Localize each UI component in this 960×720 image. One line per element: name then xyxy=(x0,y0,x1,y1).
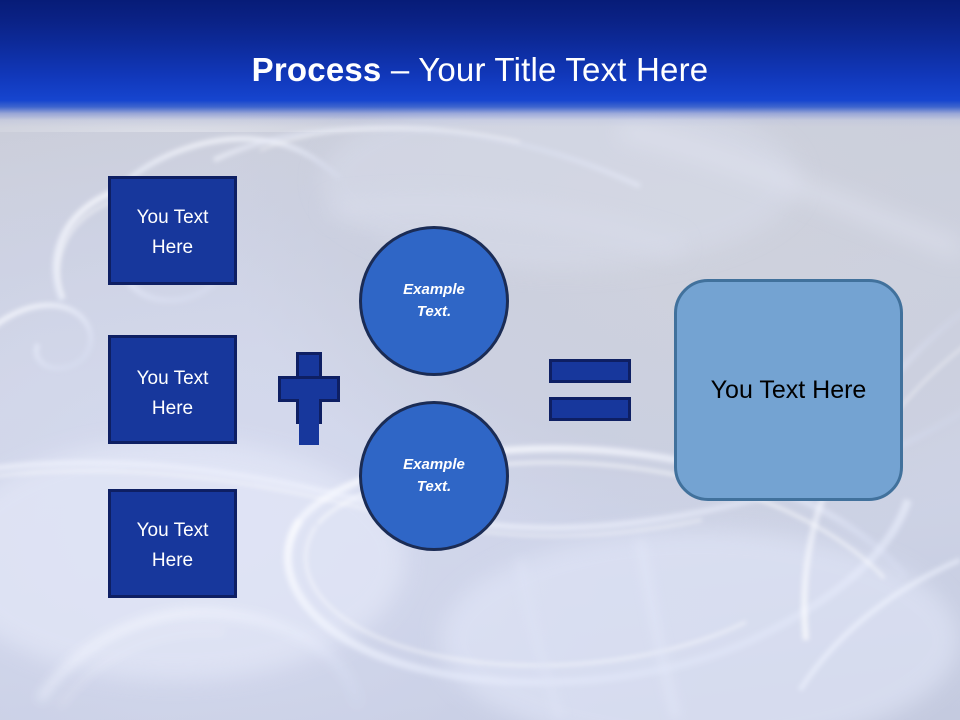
input-box-3-line1: You Text xyxy=(136,520,209,541)
input-box-2-line1: You Text xyxy=(136,368,209,389)
equals-icon xyxy=(549,359,631,421)
circle-node-1-line1: Example xyxy=(403,281,465,298)
input-box-2[interactable]: You Text Here xyxy=(108,335,237,444)
circle-node-1-line2: Text. xyxy=(416,303,452,320)
plus-icon xyxy=(278,352,340,445)
title-strong: Process xyxy=(251,51,382,88)
circle-node-2-line1: Example xyxy=(403,456,465,473)
circle-node-2-line2: Text. xyxy=(416,478,452,495)
result-box-label: You Text Here xyxy=(710,376,867,404)
equals-icon-bottom-bar xyxy=(549,397,631,421)
input-box-3[interactable]: You Text Here xyxy=(108,489,237,598)
title-banner-sheen xyxy=(0,98,960,132)
input-box-1-line2: Here xyxy=(151,237,194,258)
result-box[interactable]: You Text Here xyxy=(674,279,903,501)
title-separator: – xyxy=(381,51,419,88)
input-box-1[interactable]: You Text Here xyxy=(108,176,237,285)
title-light: Your Title Text Here xyxy=(418,51,709,88)
page-title: Process – Your Title Text Here xyxy=(0,50,960,90)
input-box-1-line1: You Text xyxy=(136,207,209,228)
input-box-2-line2: Here xyxy=(151,398,194,419)
equals-icon-top-bar xyxy=(549,359,631,383)
plus-icon-center-fill-horizontal xyxy=(281,379,337,399)
circle-node-1[interactable]: Example Text. xyxy=(359,226,509,376)
title-banner xyxy=(0,0,960,132)
circle-node-2[interactable]: Example Text. xyxy=(359,401,509,551)
input-box-3-line2: Here xyxy=(151,550,194,571)
